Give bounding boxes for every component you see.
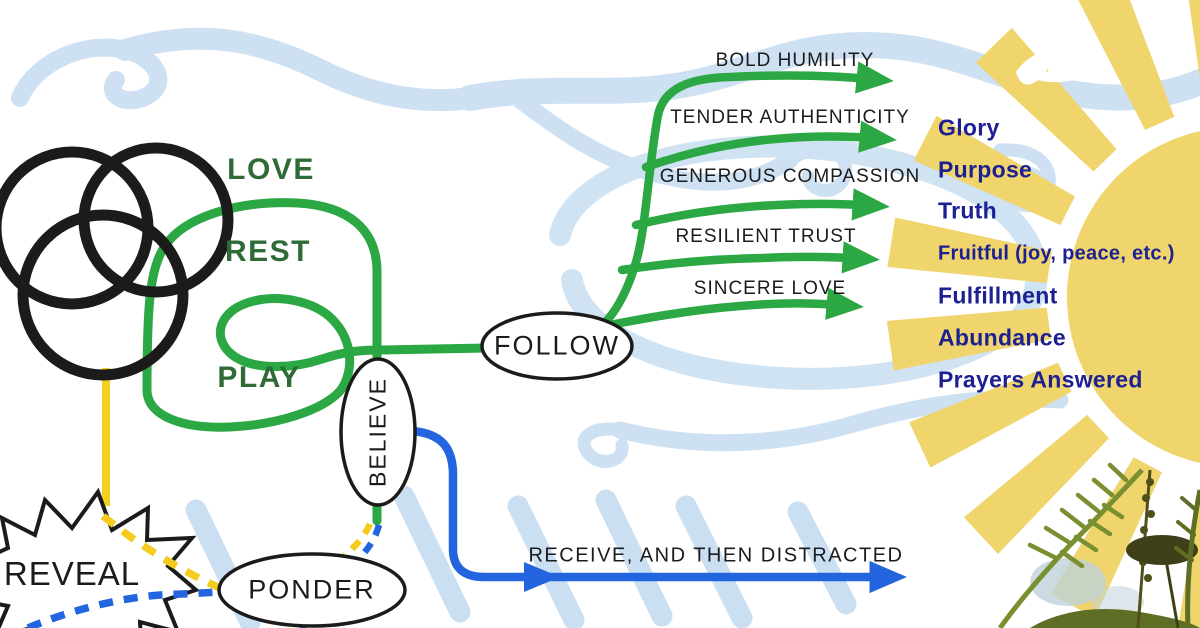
ponder-oval	[217, 552, 407, 628]
believe-oval	[339, 357, 417, 507]
outcome-glory: Glory	[938, 114, 1000, 141]
node-follow: FOLLOW	[493, 330, 621, 361]
node-ponder: PONDER	[248, 574, 376, 605]
practice-rest: REST	[224, 235, 312, 268]
outcome-fulfillment: Fulfillment	[938, 282, 1058, 309]
outcome-truth: Truth	[938, 197, 997, 224]
node-ovals	[217, 311, 634, 628]
trinity-rings-icon	[0, 142, 234, 381]
branch-label-resilient-trust: RESILIENT TRUST	[675, 226, 857, 247]
branch-label-tender-authenticity: TENDER AUTHENTICITY	[670, 107, 910, 128]
distraction-path-label: RECEIVE, AND THEN DISTRACTED	[528, 544, 904, 567]
mid-arrowhead	[524, 562, 560, 592]
green-practice-path	[142, 198, 492, 526]
green-branch-arrows	[595, 61, 897, 332]
outcome-abundance: Abundance	[938, 324, 1066, 351]
practice-love: LOVE	[227, 153, 315, 186]
branch-label-bold-humility: BOLD HUMILITY	[715, 50, 875, 71]
branch-label-generous-compassion: GENEROUS COMPASSION	[659, 166, 921, 187]
practice-play: PLAY	[217, 361, 301, 394]
reveal-burst-icon	[0, 487, 201, 628]
node-believe: BELIEVE	[364, 377, 391, 487]
branch-label-sincere-love: SINCERE LOVE	[693, 278, 847, 299]
follow-oval	[480, 311, 634, 381]
outcome-fruitful: Fruitful (joy, peace, etc.)	[938, 242, 1175, 265]
outcome-purpose: Purpose	[938, 156, 1033, 183]
plant-icon	[997, 462, 1200, 628]
node-reveal: REVEAL	[3, 555, 141, 592]
sun-icon	[886, 0, 1200, 628]
dove-icon	[1016, 49, 1082, 85]
outcome-prayers-answered: Prayers Answered	[938, 366, 1143, 393]
